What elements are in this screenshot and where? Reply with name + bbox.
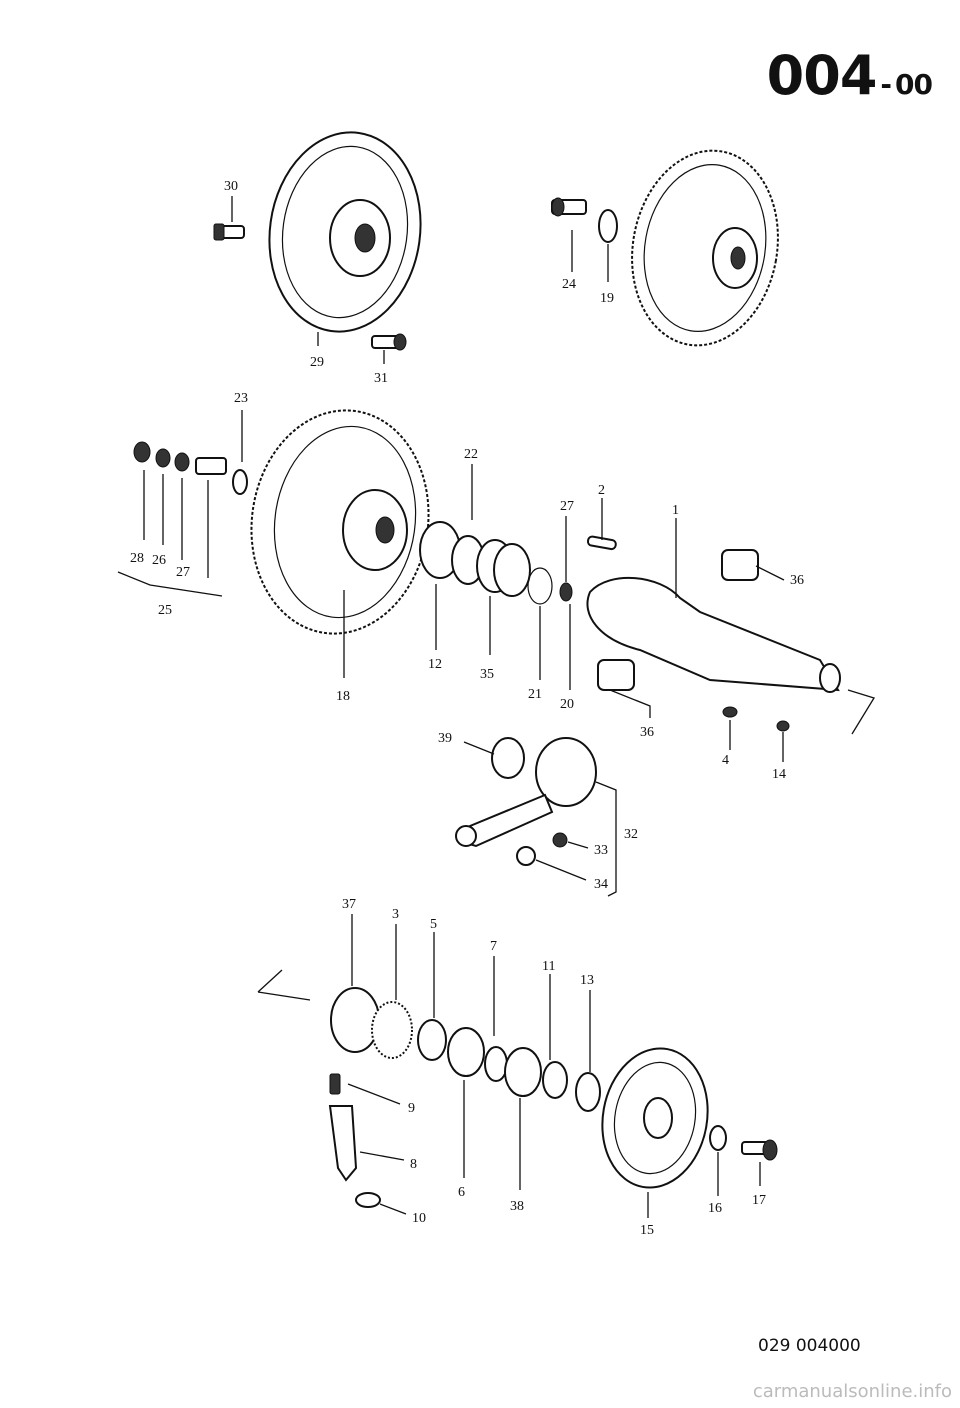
bolt-30 <box>213 223 245 241</box>
callout-17: 17 <box>752 1193 766 1208</box>
callout-24: 24 <box>562 277 576 292</box>
callout-30: 30 <box>224 179 238 194</box>
callout-12: 12 <box>428 657 442 672</box>
callout-5: 5 <box>430 917 437 932</box>
callout-labels: 30 29 31 24 19 23 28 26 27 25 18 22 12 3… <box>130 179 804 1238</box>
pulley-15 <box>601 1047 709 1189</box>
callout-34: 34 <box>594 877 608 892</box>
callout-11: 11 <box>542 959 555 974</box>
callout-6: 6 <box>458 1185 465 1200</box>
callout-10: 10 <box>412 1211 426 1226</box>
torque-converter <box>631 149 779 347</box>
callout-39: 39 <box>438 731 452 746</box>
callout-36-lower: 36 <box>640 725 654 740</box>
front-bearing-group <box>330 987 601 1112</box>
page-code: 004-00 <box>766 44 933 107</box>
callout-18: 18 <box>336 689 350 704</box>
callout-20: 20 <box>560 697 574 712</box>
figure-reference: 029 004000 <box>758 1336 861 1356</box>
flywheel-18 <box>250 409 430 635</box>
callout-15: 15 <box>640 1223 654 1238</box>
callout-33: 33 <box>594 843 608 858</box>
callout-36-upper: 36 <box>790 573 804 588</box>
callout-32: 32 <box>624 827 638 842</box>
drive-plate-29 <box>268 131 422 333</box>
callout-14: 14 <box>772 767 786 782</box>
leader-lines <box>117 196 875 1218</box>
page-code-sub: 00 <box>895 68 933 101</box>
callout-4: 4 <box>722 753 729 768</box>
callout-13: 13 <box>580 973 594 988</box>
pump-drive-8-9-10 <box>328 1073 381 1208</box>
callout-22: 22 <box>464 447 478 462</box>
callout-19: 19 <box>600 291 614 306</box>
stud-set-25 <box>133 441 248 495</box>
callout-27-stud: 27 <box>176 565 190 580</box>
callout-9: 9 <box>408 1101 415 1116</box>
watermark: carmanualsonline.info <box>752 1381 952 1402</box>
callout-35: 35 <box>480 667 494 682</box>
plate-19 <box>598 209 618 243</box>
callout-21: 21 <box>528 687 542 702</box>
callout-3: 3 <box>392 907 399 922</box>
page-code-main: 004 <box>766 44 878 107</box>
callout-31: 31 <box>374 371 388 386</box>
callout-1: 1 <box>672 503 679 518</box>
callout-7: 7 <box>490 939 497 954</box>
crankshaft-1 <box>586 549 841 732</box>
seal-group <box>419 521 617 605</box>
callout-2: 2 <box>598 483 605 498</box>
callout-29: 29 <box>310 355 324 370</box>
callout-16: 16 <box>708 1201 722 1216</box>
bolt-31 <box>371 333 407 351</box>
callout-38: 38 <box>510 1199 524 1214</box>
connecting-rod-32 <box>455 737 597 866</box>
callout-25: 25 <box>158 603 172 618</box>
callout-28: 28 <box>130 551 144 566</box>
bolt-17 <box>741 1139 778 1161</box>
bolt-24 <box>551 197 587 217</box>
callout-23: 23 <box>234 391 248 406</box>
callout-8: 8 <box>410 1157 417 1172</box>
washer-16 <box>709 1125 727 1151</box>
callout-26: 26 <box>152 553 166 568</box>
callout-37: 37 <box>342 897 356 912</box>
callout-27-bearing: 27 <box>560 499 574 514</box>
